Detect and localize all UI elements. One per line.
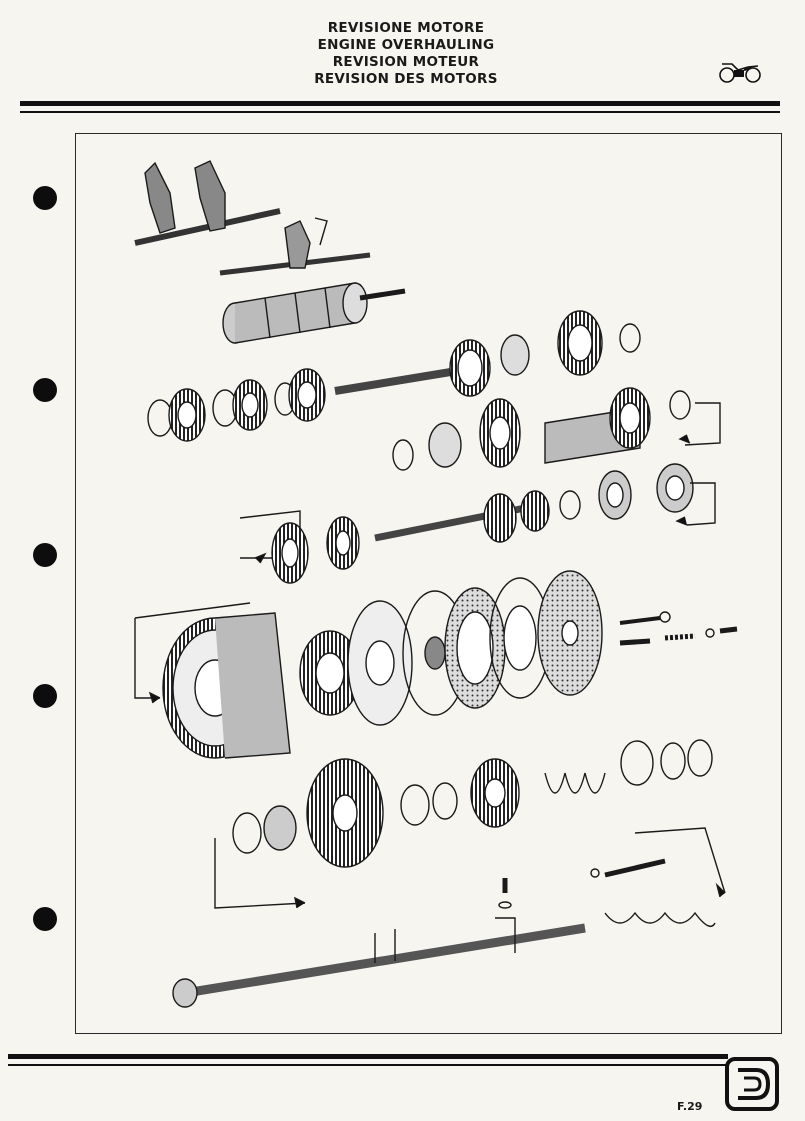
- title-english: ENGINE OVERHAULING: [317, 37, 495, 53]
- footer-rule-thin: [8, 1064, 728, 1066]
- binder-hole: [33, 907, 57, 931]
- binder-hole: [33, 543, 57, 567]
- header-rule-thick: [20, 101, 780, 106]
- brand-logo-icon: [725, 1057, 779, 1111]
- binder-hole: [33, 186, 57, 210]
- secondary-shaft: [239, 463, 716, 584]
- title-italian: REVISIONE MOTORE: [327, 20, 485, 36]
- illustration-frame: [75, 133, 782, 1034]
- page-code: F.29: [677, 1100, 703, 1113]
- footer-rule-thick: [8, 1054, 728, 1059]
- gear-cluster-left: [147, 368, 326, 442]
- shift-fork-assembly: [134, 160, 371, 276]
- title-french: REVISION MOTEUR: [332, 54, 480, 70]
- layshaft: [392, 387, 721, 471]
- kickstart-gears: [214, 739, 726, 927]
- page-header-titles: REVISIONE MOTORE ENGINE OVERHAULING REVI…: [0, 20, 805, 88]
- motorcycle-icon: [719, 63, 761, 83]
- binder-hole: [33, 378, 57, 402]
- header-rule-thin: [20, 111, 780, 113]
- kickstart-shaft: [172, 917, 586, 1008]
- clutch-assembly: [134, 570, 738, 759]
- title-german: REVISION DES MOTORS: [314, 71, 498, 87]
- main-shaft-upper: [334, 310, 641, 397]
- selector-drum: [222, 282, 406, 344]
- binder-hole: [33, 684, 57, 708]
- exploded-view-drawing: [134, 160, 738, 1008]
